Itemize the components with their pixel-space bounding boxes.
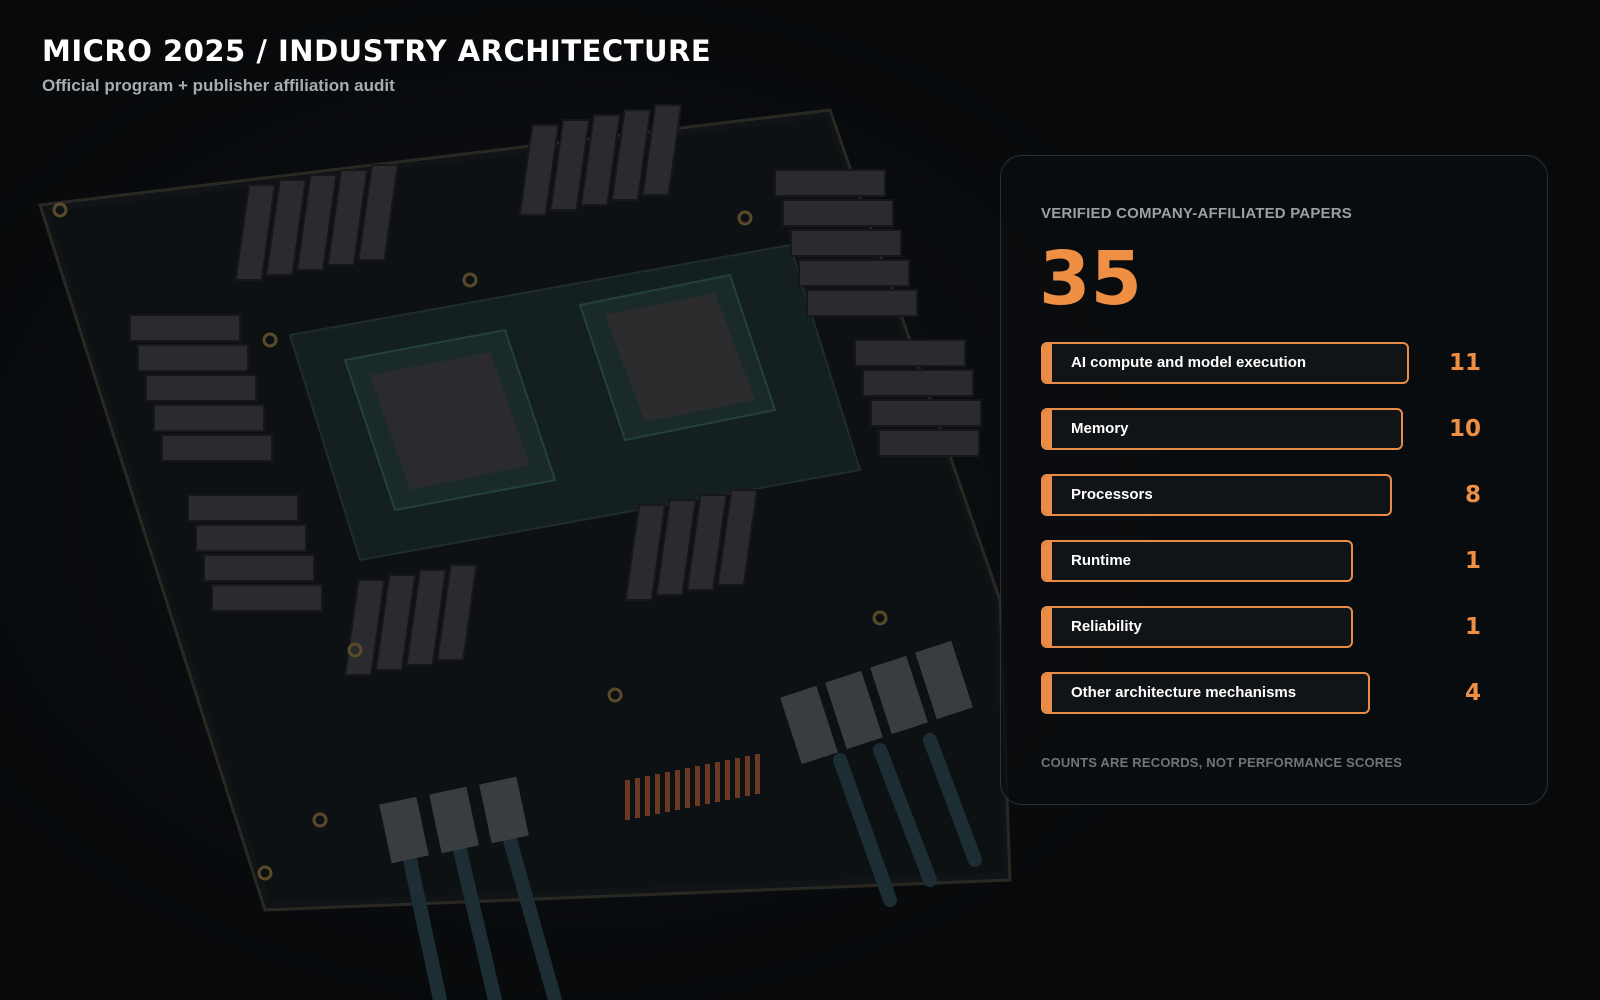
page-subtitle: Official program + publisher affiliation… — [42, 76, 395, 95]
bar-accent — [1043, 608, 1052, 646]
bar-5: Reliability — [1041, 606, 1353, 648]
bar-label: Processors — [1071, 486, 1153, 503]
bar-label: AI compute and model execution — [1071, 354, 1307, 371]
bar-label: Reliability — [1071, 618, 1142, 635]
bar-value: 4 — [1464, 680, 1481, 706]
bar-value: 1 — [1464, 614, 1481, 640]
bar-label: Memory — [1071, 420, 1129, 437]
bar-label: Runtime — [1071, 552, 1131, 569]
bar-2: Memory — [1041, 408, 1404, 450]
bar-accent — [1043, 476, 1052, 514]
footnote: COUNTS ARE RECORDS, NOT PERFORMANCE SCOR… — [1041, 755, 1403, 770]
bar-accent — [1043, 674, 1052, 712]
bar-4: Runtime — [1041, 540, 1353, 582]
summary-panel: VERIFIED COMPANY-AFFILIATED PAPERS 35 AI… — [1000, 155, 1548, 805]
bar-accent — [1043, 344, 1052, 382]
header: MICRO 2025 / INDUSTRY ARCHITECTURE Offic… — [42, 34, 711, 96]
page-title: MICRO 2025 / INDUSTRY ARCHITECTURE — [42, 34, 712, 68]
bar-1: AI compute and model execution — [1041, 342, 1409, 384]
panel-label: VERIFIED COMPANY-AFFILIATED PAPERS — [1041, 205, 1352, 222]
bar-value: 1 — [1464, 548, 1481, 574]
total-count: 35 — [1039, 236, 1142, 322]
bar-3: Processors — [1041, 474, 1393, 516]
bar-accent — [1043, 410, 1052, 448]
bar-value: 11 — [1448, 350, 1481, 376]
bar-label: Other architecture mechanisms — [1071, 684, 1297, 701]
bar-value: 8 — [1464, 482, 1481, 508]
bar-accent — [1043, 542, 1052, 580]
bar-value: 10 — [1448, 416, 1481, 442]
bar-6: Other architecture mechanisms — [1041, 672, 1370, 714]
